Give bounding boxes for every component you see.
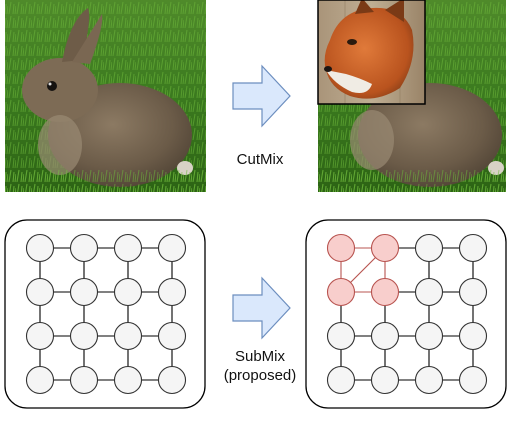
graph-node <box>157 233 187 263</box>
graph-node-highlighted <box>370 233 400 263</box>
graph-node <box>326 365 356 395</box>
graph-node <box>157 321 187 351</box>
graph-node <box>326 321 356 351</box>
graph-node-highlighted <box>370 277 400 307</box>
fox-patch <box>317 0 426 105</box>
graph-node <box>25 233 55 263</box>
graph-node <box>414 321 444 351</box>
graph-node <box>458 321 488 351</box>
graph-panel <box>305 219 507 409</box>
cutmix-label: CutMix <box>237 151 284 168</box>
graph-node-highlighted <box>326 233 356 263</box>
graph-node <box>25 365 55 395</box>
graph-node <box>458 233 488 263</box>
graph-node <box>458 277 488 307</box>
graph-node <box>414 233 444 263</box>
submix-label: SubMix <box>235 348 286 365</box>
graph-node <box>113 321 143 351</box>
cutmix-result-image <box>317 0 506 192</box>
graph-node <box>414 365 444 395</box>
graph-node-highlighted <box>326 277 356 307</box>
graph-panel <box>4 219 206 409</box>
submix-graph <box>305 219 507 409</box>
graph-node <box>370 321 400 351</box>
graph-node <box>370 365 400 395</box>
graph-node <box>69 365 99 395</box>
graph-node <box>25 321 55 351</box>
graph-node <box>69 233 99 263</box>
graph-node <box>414 277 444 307</box>
original-graph <box>4 219 206 409</box>
graph-node <box>157 365 187 395</box>
submix-arrow <box>232 276 291 340</box>
graph-node <box>69 277 99 307</box>
graph-node <box>113 233 143 263</box>
graph-node <box>157 277 187 307</box>
graph-node <box>25 277 55 307</box>
rabbit-image <box>5 0 206 192</box>
cutmix-arrow <box>232 64 291 128</box>
graph-node <box>458 365 488 395</box>
graph-node <box>69 321 99 351</box>
graph-node <box>113 277 143 307</box>
graph-node <box>113 365 143 395</box>
submix-proposed-label: (proposed) <box>224 367 297 384</box>
